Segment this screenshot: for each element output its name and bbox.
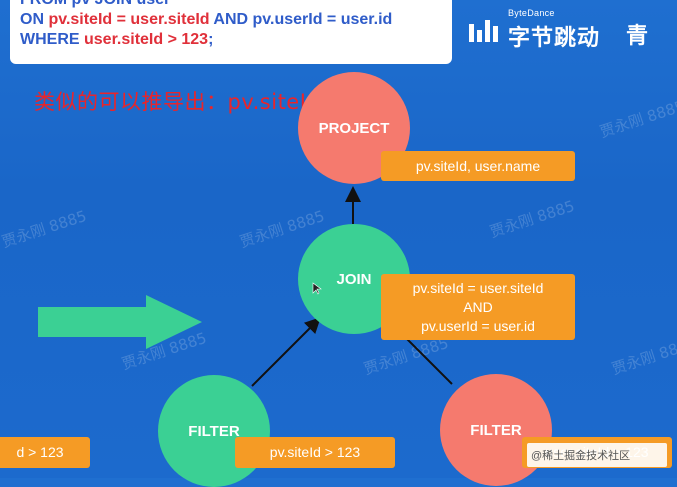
sql-on-keyword: ON: [20, 11, 49, 28]
edge-filter-left-to-join: [251, 317, 321, 387]
sql-where-condition: user.siteId > 123: [84, 31, 209, 48]
logo-big-text: 字节跳动: [508, 25, 601, 50]
project-node-label: PROJECT: [318, 119, 390, 137]
sql-and-keyword: AND: [209, 11, 253, 28]
bytedance-mark-icon: [469, 20, 498, 42]
sql-semicolon: ;: [208, 31, 214, 48]
mouse-cursor-icon: [312, 282, 322, 295]
big-right-arrow-icon: [38, 295, 202, 349]
join-tag-line: AND: [463, 298, 493, 315]
sql-line-on: ON pv.siteId = user.siteId AND pv.userId…: [20, 10, 442, 30]
logo-small-text: ByteDance: [508, 8, 555, 18]
sql-line-where: WHERE user.siteId > 123;: [20, 30, 442, 50]
filter-left-node: FILTER: [158, 375, 270, 487]
join-tag-line: pv.siteId = user.siteId: [412, 279, 544, 296]
bytedance-logo: ByteDance 字节跳动 青: [468, 6, 668, 56]
join-node-label: JOIN: [336, 270, 372, 288]
join-tag: pv.siteId = user.siteId AND pv.userId = …: [381, 274, 575, 340]
sql-on-condition-highlight: pv.siteId = user.siteId: [48, 11, 210, 28]
filter-left-tag: pv.siteId > 123: [235, 437, 395, 468]
logo-partial-text: 青: [626, 23, 649, 48]
join-tag-line: pv.userId = user.id: [421, 317, 535, 334]
sql-line-from: FROM pv JOIN user: [20, 0, 442, 10]
edge-left-tag: d > 123: [0, 437, 90, 468]
sql-code-box: FROM pv JOIN user ON pv.siteId = user.si…: [10, 0, 452, 64]
filter-right-node: FILTER: [440, 374, 552, 486]
filter-left-node-label: FILTER: [188, 422, 240, 440]
sql-where-keyword: WHERE: [20, 31, 84, 48]
source-watermark-overlay: @稀土掘金技术社区: [527, 443, 667, 467]
sql-on-condition: pv.userId = user.id: [252, 11, 393, 28]
filter-right-node-label: FILTER: [470, 421, 522, 439]
project-tag: pv.siteId, user.name: [381, 151, 575, 181]
